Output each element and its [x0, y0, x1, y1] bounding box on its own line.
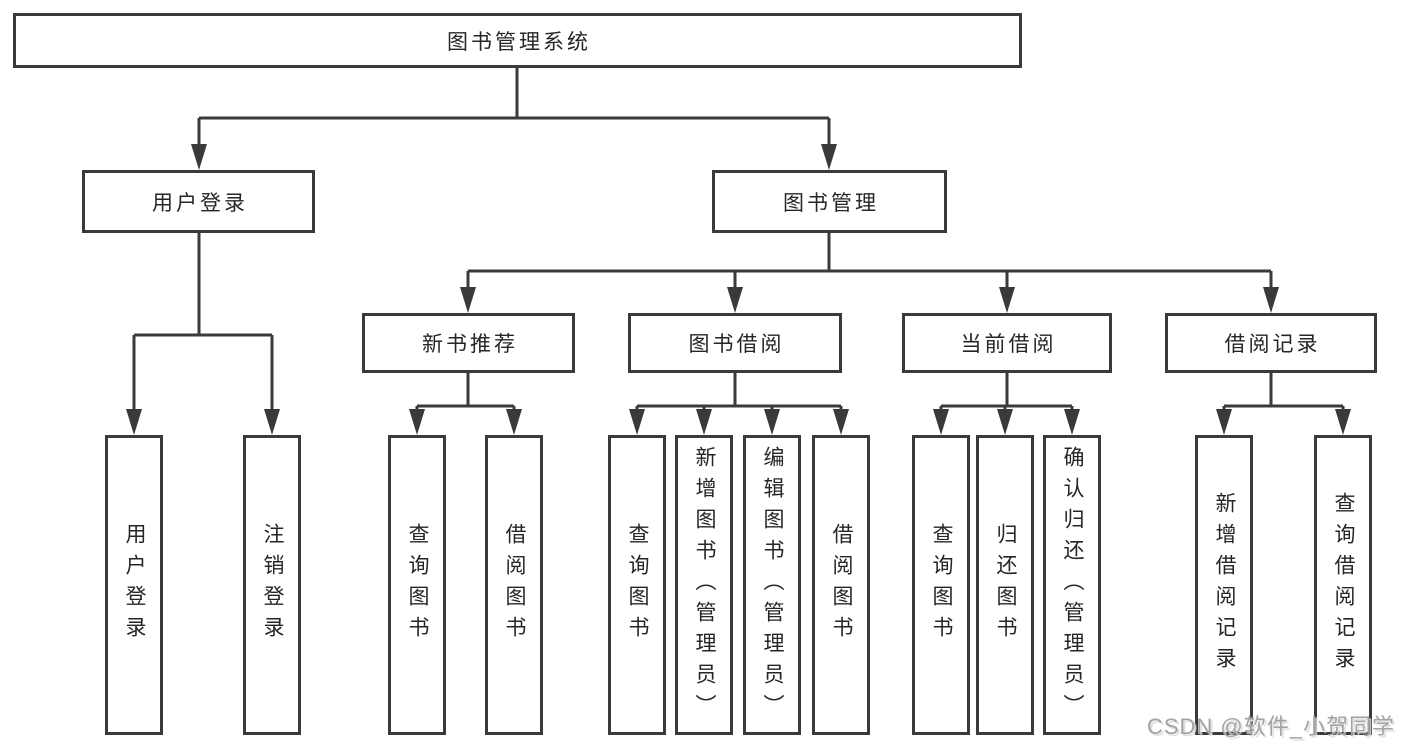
leaf-query-books-recommend: 查询图书	[388, 435, 446, 735]
leaf-query-books-current: 查询图书	[912, 435, 970, 735]
leaf-return-books: 归还图书	[976, 435, 1034, 735]
leaf-add-borrow-record: 新增借阅记录	[1195, 435, 1253, 735]
leaf-borrow-books: 借阅图书	[812, 435, 870, 735]
node-book-borrow: 图书借阅	[628, 313, 842, 373]
node-current-borrow: 当前借阅	[902, 313, 1112, 373]
node-new-book-recommend: 新书推荐	[362, 313, 575, 373]
leaf-edit-books-admin: 编辑图书（管理员）	[743, 435, 801, 735]
leaf-query-books-borrow: 查询图书	[608, 435, 666, 735]
leaf-query-borrow-record: 查询借阅记录	[1314, 435, 1372, 735]
node-user-login: 用户登录	[82, 170, 315, 233]
leaf-confirm-return-admin: 确认归还（管理员）	[1043, 435, 1101, 735]
leaf-user-login: 用户登录	[105, 435, 163, 735]
leaf-logout: 注销登录	[243, 435, 301, 735]
leaf-add-books-admin: 新增图书（管理员）	[675, 435, 733, 735]
node-root-system: 图书管理系统	[13, 13, 1022, 68]
leaf-borrow-books-recommend: 借阅图书	[485, 435, 543, 735]
node-borrow-records: 借阅记录	[1165, 313, 1377, 373]
node-book-management: 图书管理	[712, 170, 947, 233]
